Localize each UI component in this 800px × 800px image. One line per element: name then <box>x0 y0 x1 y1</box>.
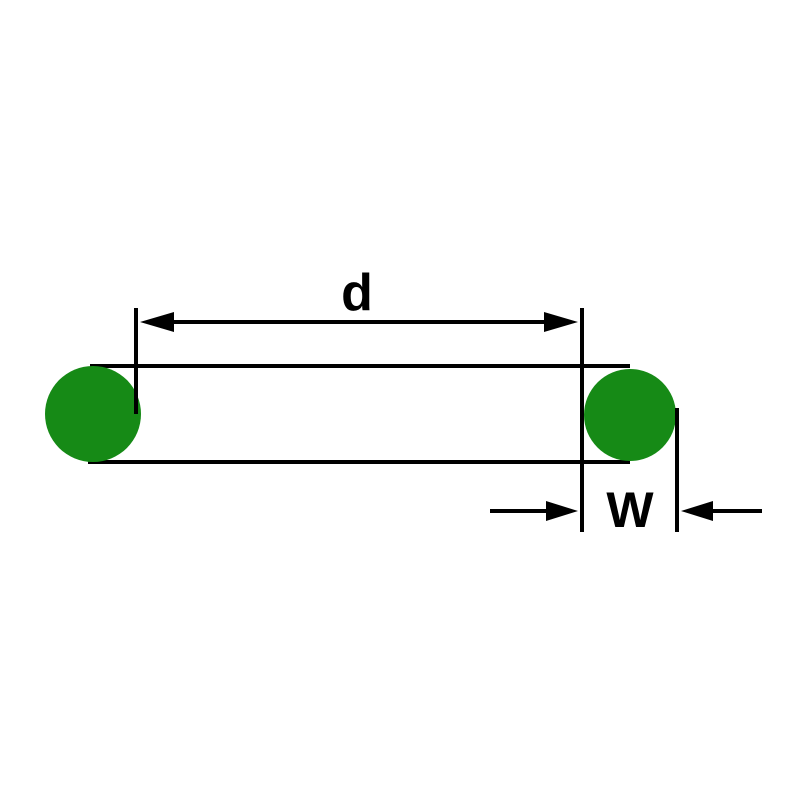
diameter-arrowhead-right-icon <box>544 312 578 332</box>
oring-right-cross-section <box>584 369 676 461</box>
diameter-arrowhead-left-icon <box>140 312 174 332</box>
width-label: W <box>606 482 654 538</box>
diameter-label: d <box>341 264 373 322</box>
width-arrowhead-left-icon <box>546 501 578 521</box>
oring-left-cross-section <box>45 366 141 462</box>
width-arrowhead-right-icon <box>681 501 713 521</box>
